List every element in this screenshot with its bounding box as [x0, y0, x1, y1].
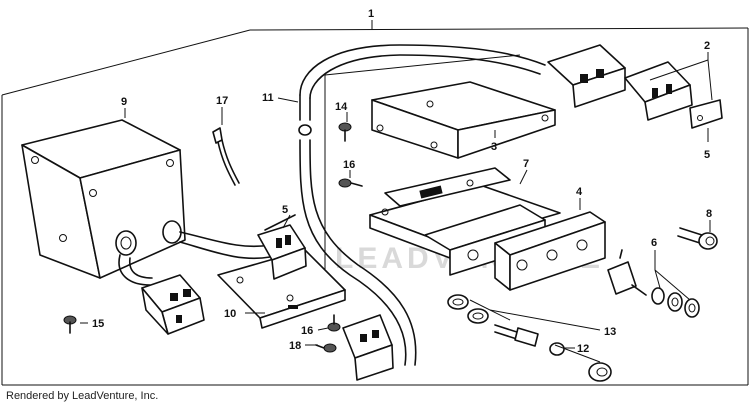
callout-18: 18 [289, 340, 301, 352]
main-connector [547, 44, 693, 121]
indicator-light [677, 227, 718, 250]
leader-lines [80, 20, 713, 363]
harness-connector [342, 314, 394, 381]
screw-16-upper [338, 178, 363, 188]
wire-clip [212, 127, 240, 186]
callout-15: 15 [92, 318, 104, 330]
lamp-socket [494, 324, 539, 347]
toggle-switch [607, 249, 647, 296]
footer-credit: Rendered by LeadVenture, Inc. [6, 390, 159, 402]
switch-washers [651, 287, 700, 318]
box-harness [118, 231, 271, 286]
callout-14: 14 [335, 101, 348, 113]
callout-16-lower: 16 [301, 325, 313, 337]
callout-16-upper: 16 [343, 159, 355, 171]
callout-5-connector-bracket: 5 [704, 149, 710, 161]
callout-12: 12 [577, 343, 589, 355]
panel-plate-front [494, 211, 606, 291]
box-connector [141, 274, 205, 335]
connector-bracket [689, 99, 723, 129]
main-harness [298, 44, 546, 366]
switch-bracket [369, 167, 561, 259]
subassembly-frame [324, 54, 521, 270]
callout-17: 17 [216, 95, 228, 107]
relay-bracket [217, 249, 346, 329]
bulb [549, 342, 565, 356]
callout-8: 8 [706, 208, 712, 220]
callout-9: 9 [121, 96, 127, 108]
callout-4: 4 [576, 186, 583, 198]
callout-7: 7 [523, 158, 529, 170]
callout-11: 11 [262, 92, 274, 104]
control-box [21, 119, 186, 279]
top-bracket [371, 81, 556, 159]
callout-2: 2 [704, 40, 710, 52]
screw-18 [315, 343, 337, 353]
callout-1: 1 [368, 8, 374, 20]
screw-14 [338, 122, 352, 142]
callout-13: 13 [604, 326, 616, 338]
callout-10: 10 [224, 308, 236, 320]
screw-15 [63, 315, 77, 334]
lens-cap [588, 362, 612, 382]
screw-16-lower [327, 314, 341, 332]
callout-5-relay-connector: 5 [282, 204, 288, 216]
lamp-grommets [447, 294, 489, 324]
callout-6: 6 [651, 237, 657, 249]
relay-connector [257, 214, 307, 280]
callout-3: 3 [491, 141, 497, 153]
assembly-frame [1, 27, 749, 386]
